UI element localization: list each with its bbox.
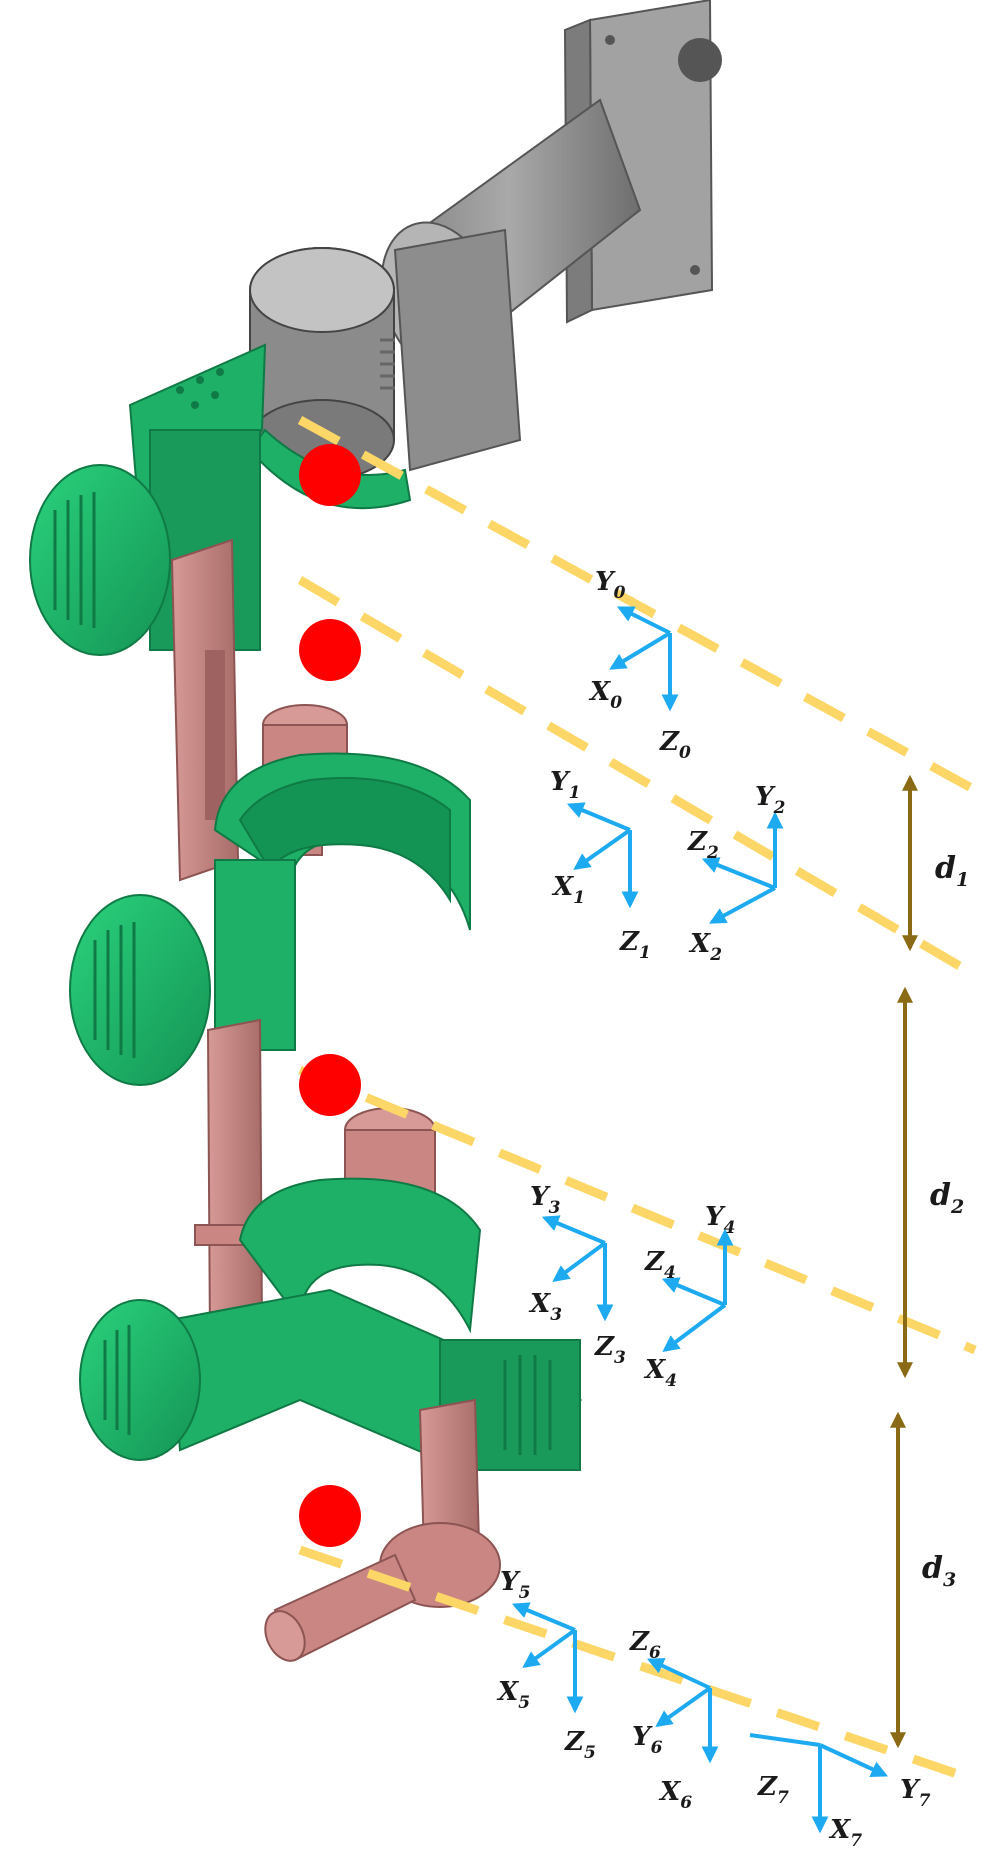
frame-6-z-label: Z6 bbox=[629, 1627, 661, 1663]
coordinate-frame-6: X6 Y6 Z6 bbox=[629, 1627, 719, 1813]
axis-arrow-z-icon bbox=[661, 1277, 726, 1307]
dimension-d3: d3 bbox=[890, 1411, 956, 1749]
frame-1-z-label: Z1 bbox=[619, 927, 651, 963]
frame-2-z-label: Z2 bbox=[687, 827, 719, 863]
axis-arrow-y-icon bbox=[819, 1743, 889, 1777]
coordinate-frame-7: X7 Y7 Z7 bbox=[749, 1733, 931, 1850]
axis-arrow-x-icon bbox=[552, 1241, 607, 1282]
axis-arrow-x-icon bbox=[709, 886, 776, 924]
axis-dash-line-0 bbox=[297, 416, 978, 794]
frame-0-y-label: Y0 bbox=[595, 567, 626, 603]
pink-end-link bbox=[264, 1398, 501, 1662]
dimension-label: d1 bbox=[935, 851, 969, 891]
green-bracket-2 bbox=[69, 752, 471, 1086]
frame-2-y-label: Y2 bbox=[755, 782, 786, 818]
frame-3-x-label: X3 bbox=[528, 1289, 562, 1325]
frame-4-z-label: Z4 bbox=[644, 1247, 676, 1283]
frame-6-x-label: X6 bbox=[658, 1777, 692, 1813]
red-joint-marker-icon bbox=[299, 1485, 361, 1547]
axis-arrow-z-icon bbox=[701, 857, 776, 890]
dimension-d1: d1 bbox=[902, 774, 969, 952]
dimension-arrows: d1 d2 d3 bbox=[890, 774, 969, 1749]
green-bracket-1 bbox=[29, 343, 412, 656]
axis-arrow-z-icon bbox=[749, 1733, 821, 1747]
frame-3-y-label: Y3 bbox=[530, 1182, 561, 1218]
green-bracket-3 bbox=[79, 1177, 583, 1471]
frame-7-y-label: Y7 bbox=[900, 1775, 931, 1811]
axis-arrow-x-icon bbox=[609, 631, 672, 670]
axis-arrow-x-icon bbox=[573, 828, 632, 870]
dimension-label: d2 bbox=[930, 1178, 964, 1218]
frame-7-z-label: Z7 bbox=[757, 1772, 789, 1808]
joint-axis-dashed-lines bbox=[297, 416, 978, 1785]
red-joint-marker-icon bbox=[299, 619, 361, 681]
axis-dash-line-1 bbox=[297, 576, 978, 979]
frame-3-z-label: Z3 bbox=[594, 1332, 626, 1368]
red-joint-marker-icon bbox=[299, 444, 361, 506]
axis-arrow-y-icon bbox=[616, 606, 671, 635]
frame-1-x-label: X1 bbox=[551, 872, 585, 908]
frame-7-x-label: X7 bbox=[828, 1815, 862, 1846]
axis-arrow-y-icon bbox=[566, 802, 631, 832]
axis-dash-line-2 bbox=[298, 1065, 977, 1355]
frame-6-y-label: Y6 bbox=[632, 1722, 663, 1758]
axis-arrow-z-icon bbox=[646, 1658, 711, 1690]
dimension-label: d3 bbox=[922, 1551, 956, 1591]
frame-1-y-label: Y1 bbox=[550, 767, 580, 803]
frame-5-z-label: Z5 bbox=[564, 1727, 596, 1763]
red-joint-marker-icon bbox=[299, 1054, 361, 1116]
frame-5-y-label: Y5 bbox=[500, 1567, 530, 1603]
axis-arrow-y-icon bbox=[655, 1686, 712, 1727]
axis-arrow-y-icon bbox=[541, 1215, 606, 1245]
axis-arrow-y-icon bbox=[511, 1602, 576, 1632]
frame-0-x-label: X0 bbox=[588, 677, 622, 713]
frame-5-x-label: X5 bbox=[496, 1677, 530, 1713]
frame-2-x-label: X2 bbox=[688, 929, 722, 965]
joint-markers bbox=[299, 444, 361, 1547]
axis-dash-line-3 bbox=[298, 1545, 977, 1785]
dimension-d2: d2 bbox=[897, 986, 964, 1379]
axis-arrow-x-icon bbox=[522, 1628, 577, 1668]
frame-0-z-label: Z0 bbox=[659, 727, 691, 763]
axis-arrow-x-icon bbox=[662, 1303, 727, 1353]
frame-4-x-label: X4 bbox=[643, 1355, 677, 1391]
gray-base-actuator bbox=[249, 0, 722, 481]
frame-4-y-label: Y4 bbox=[705, 1202, 735, 1238]
